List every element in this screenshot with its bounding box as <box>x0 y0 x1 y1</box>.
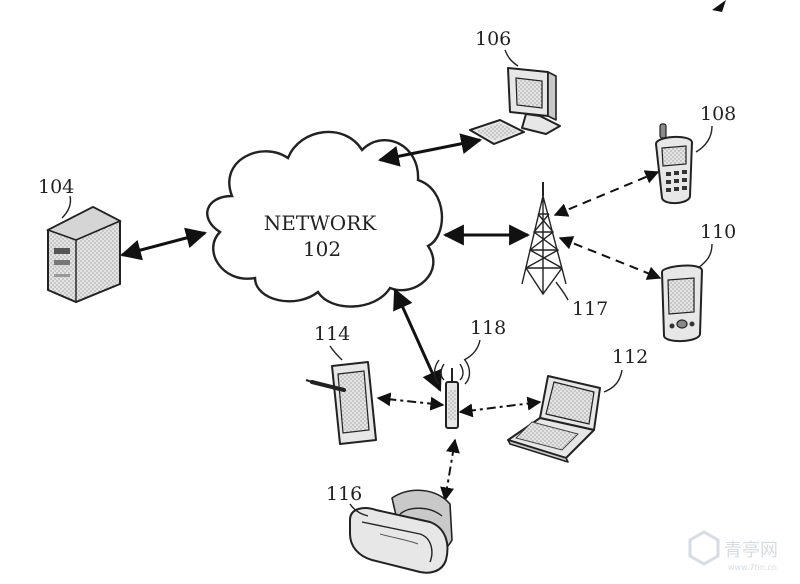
link-tower-pda <box>558 236 662 280</box>
leader-desktop <box>504 49 519 67</box>
phone-icon <box>655 123 693 204</box>
laptop-icon <box>507 375 601 463</box>
link-server-network <box>119 227 208 261</box>
server-icon <box>45 205 122 304</box>
leader-pda <box>697 243 713 269</box>
network-label: NETWORK <box>264 211 377 235</box>
ref-phone: 108 <box>700 103 736 125</box>
link-network-desktop <box>377 133 483 167</box>
link-tower-phone <box>553 170 660 217</box>
watermark-text: 青亭网 <box>724 540 778 561</box>
leader-tower <box>555 281 569 301</box>
pda-icon <box>661 264 703 342</box>
desktop-icon <box>469 67 561 145</box>
link-ap-laptop <box>458 396 542 418</box>
leader-headset <box>349 503 369 517</box>
ref-pda: 110 <box>700 221 736 243</box>
leader-laptop <box>603 369 623 393</box>
watermark-logo-icon <box>688 530 720 566</box>
leader-server <box>61 195 72 219</box>
ref-laptop: 112 <box>612 346 648 368</box>
link-ap-tablet <box>376 392 445 411</box>
vr-headset-icon <box>349 489 453 574</box>
watermark: 青亭网 www.7tin.cn <box>688 530 778 572</box>
ref-tower: 117 <box>572 298 608 320</box>
ref-headset: 116 <box>326 483 362 505</box>
corner-arrow-fragment <box>712 0 726 12</box>
ref-access-point: 118 <box>470 317 506 339</box>
link-network-access-point <box>393 288 442 392</box>
network-number: 102 <box>303 237 341 261</box>
links <box>119 133 662 502</box>
link-ap-headset <box>440 438 460 502</box>
leader-tablet <box>329 345 343 361</box>
access-point-icon <box>433 359 471 429</box>
cell-tower-icon <box>521 182 567 296</box>
ref-tablet: 114 <box>314 323 350 345</box>
leader-phone <box>695 125 713 153</box>
ref-server: 104 <box>38 176 74 198</box>
watermark-sub: www.7tin.cn <box>728 563 777 572</box>
ref-desktop: 106 <box>475 28 511 50</box>
tablet-icon <box>305 361 377 445</box>
leader-access-point <box>463 339 481 361</box>
network-cloud: NETWORK 102 <box>206 130 443 308</box>
